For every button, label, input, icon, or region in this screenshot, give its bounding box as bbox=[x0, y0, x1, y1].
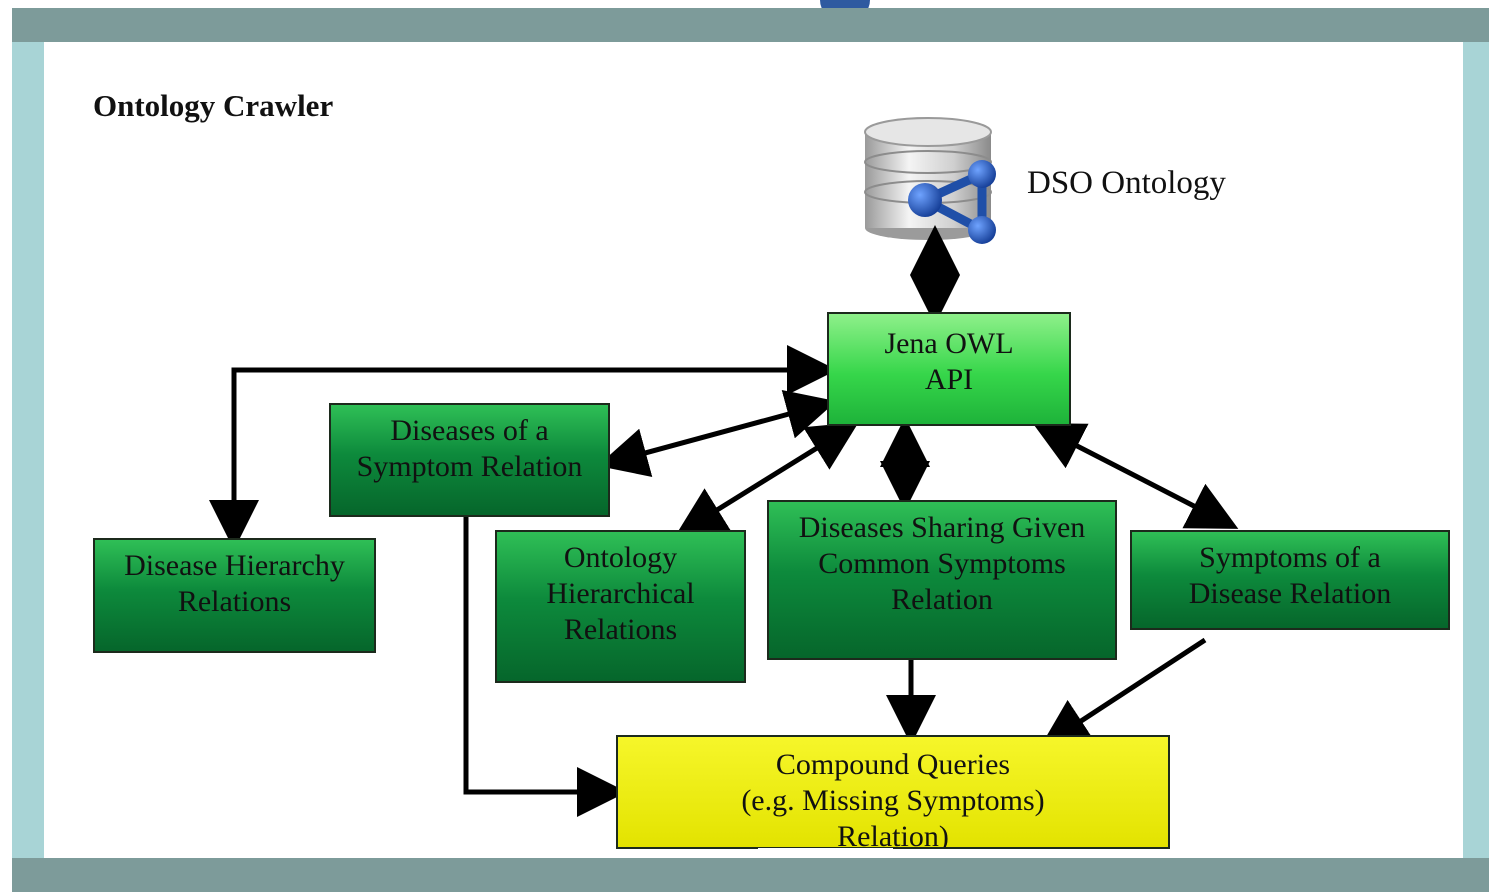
node-ontology-hierarchical: Ontology Hierarchical Relations bbox=[495, 530, 746, 683]
edge-jena-diseases-of-symptom bbox=[597, 390, 837, 477]
node-symptoms-of-disease: Symptoms of a Disease Relation bbox=[1130, 530, 1450, 630]
node-jena-owl-api: Jena OWL API bbox=[827, 312, 1071, 426]
frame-bottom-band bbox=[12, 858, 1489, 892]
node-disease-hierarchy: Disease Hierarchy Relations bbox=[93, 538, 376, 653]
node-diseases-of-symptom: Diseases of a Symptom Relation bbox=[329, 403, 610, 517]
edge-jena-symptoms-of-disease bbox=[1032, 423, 1239, 529]
frame-top-band bbox=[12, 8, 1489, 42]
node-compound-queries: Compound Queries (e.g. Missing Symptoms)… bbox=[616, 735, 1170, 849]
diagram-heading: Ontology Crawler bbox=[93, 88, 334, 123]
edge-symptom-to-compound bbox=[463, 516, 627, 817]
frame-right-band bbox=[1463, 42, 1489, 860]
title-fragment bbox=[760, 0, 900, 8]
edge-jena-disease-hierarchy bbox=[209, 345, 837, 550]
node-diseases-sharing: Diseases Sharing Given Common Symptoms R… bbox=[767, 500, 1117, 660]
frame-left-band bbox=[12, 42, 44, 860]
database-label: DSO Ontology bbox=[1027, 165, 1226, 201]
frame-gap bbox=[758, 848, 893, 858]
edge-jena-ontology-hierarchical bbox=[675, 422, 859, 536]
network-triangle-icon bbox=[908, 160, 996, 244]
edge-symptoms-to-compound bbox=[1039, 637, 1207, 749]
